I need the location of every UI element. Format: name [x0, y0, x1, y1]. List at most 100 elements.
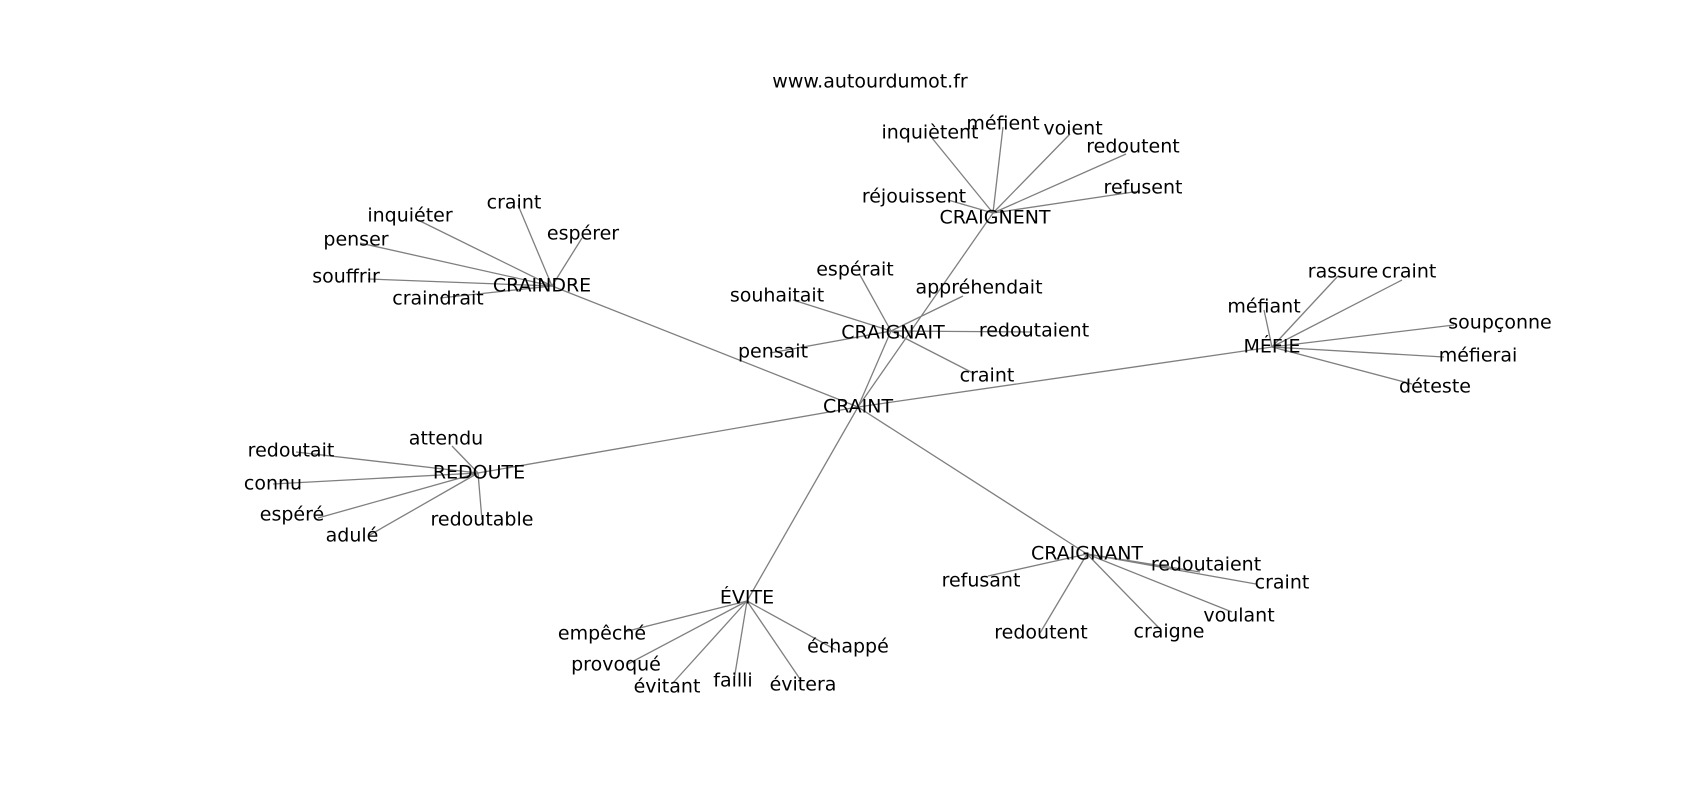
leaf-word-node[interactable]: redoutent [1086, 136, 1179, 158]
edge-center-to-hub [857, 212, 994, 408]
leaf-word-node[interactable]: craindrait [392, 288, 483, 310]
edge-hub-to-word [439, 285, 553, 299]
edge-hub-to-word [992, 126, 1004, 214]
edge-hub-to-word [551, 237, 583, 287]
edge-hub-to-word [992, 133, 1071, 214]
leaf-word-node[interactable]: empêché [558, 623, 646, 645]
edge-hub-to-word [1271, 275, 1339, 348]
hub-word-node[interactable]: CRAIGNENT [939, 207, 1050, 229]
leaf-word-node[interactable]: connu [244, 473, 302, 495]
leaf-word-node[interactable]: attendu [409, 428, 483, 450]
leaf-word-node[interactable]: craigne [1134, 621, 1205, 643]
center-word-node[interactable]: CRAINT [823, 396, 894, 418]
edge-hub-to-word [746, 600, 801, 680]
leaf-word-node[interactable]: craint [960, 365, 1015, 387]
edge-hub-to-word [419, 220, 553, 287]
leaf-word-node[interactable]: craint [1382, 261, 1437, 283]
edge-hub-to-word [451, 445, 479, 474]
edge-hub-to-word [733, 600, 748, 681]
edge-hub-to-word [1271, 279, 1403, 348]
edge-center-to-hub [477, 406, 859, 474]
leaf-word-node[interactable]: méfiant [1227, 296, 1300, 318]
edge-center-to-hub [551, 285, 859, 408]
leaf-word-node[interactable]: redoutaient [1151, 554, 1261, 576]
leaf-word-node[interactable]: voient [1043, 118, 1102, 140]
edge-hub-to-word [992, 153, 1127, 214]
leaf-word-node[interactable]: inquiéter [367, 205, 453, 227]
edge-center-to-hub [746, 406, 859, 602]
edge-hub-to-word [1086, 553, 1257, 585]
leaf-word-node[interactable]: rassure [1308, 261, 1378, 283]
leaf-word-node[interactable]: souhaitait [730, 285, 824, 307]
leaf-word-node[interactable]: adulé [326, 525, 379, 547]
edge-hub-to-word [623, 600, 748, 633]
leaf-word-node[interactable]: espéré [260, 504, 324, 526]
hub-word-node[interactable]: REDOUTE [433, 462, 525, 484]
edge-hub-to-word [317, 472, 479, 519]
graph-labels: CRAINT CRAINDRE craint inquiéter espérer pens… [244, 113, 1552, 698]
leaf-word-node[interactable]: méfierai [1439, 345, 1518, 367]
edge-hub-to-word [1039, 553, 1088, 634]
leaf-word-node[interactable]: redoutent [994, 622, 1087, 644]
edge-hub-to-word [1271, 346, 1445, 358]
leaf-word-node[interactable]: pensait [738, 341, 808, 363]
leaf-word-node[interactable]: inquiètent [881, 122, 978, 144]
edge-hub-to-word [890, 330, 1033, 333]
leaf-word-node[interactable]: voulant [1203, 605, 1274, 627]
hub-word-node[interactable]: CRAIGNAIT [841, 322, 945, 344]
edge-hub-to-word [992, 190, 1141, 214]
hub-word-node[interactable]: ÉVITE [720, 586, 774, 609]
leaf-word-node[interactable]: évitant [634, 676, 701, 698]
edge-hub-to-word [931, 137, 994, 214]
edge-hub-to-word [517, 204, 553, 287]
leaf-word-node[interactable]: penser [323, 229, 388, 251]
edge-hub-to-word [1086, 553, 1162, 631]
edge-hub-to-word [1271, 324, 1455, 348]
leaf-word-node[interactable]: méfient [966, 113, 1039, 135]
edge-hub-to-word [627, 600, 748, 665]
edge-hub-to-word [769, 330, 892, 354]
edge-hub-to-word [987, 553, 1088, 577]
leaf-word-node[interactable]: évitera [770, 674, 837, 696]
leaf-word-node[interactable]: redoutaient [979, 320, 1089, 342]
edge-hub-to-word [746, 600, 837, 651]
leaf-word-node[interactable]: espérer [547, 223, 619, 245]
edge-hub-to-word [947, 199, 994, 214]
edge-hub-to-word [367, 472, 479, 537]
leaf-word-node[interactable]: failli [713, 670, 752, 692]
leaf-word-node[interactable]: craint [1255, 572, 1310, 594]
edge-hub-to-word [367, 278, 553, 287]
leaf-word-node[interactable]: appréhendait [915, 277, 1042, 299]
leaf-word-node[interactable]: redoutait [248, 440, 335, 462]
hub-word-node[interactable]: MÉFIE [1244, 335, 1301, 358]
edge-hub-to-word [890, 295, 964, 332]
hub-word-node[interactable]: CRAIGNANT [1031, 543, 1143, 565]
edge-hub-to-word [1086, 553, 1233, 613]
leaf-word-node[interactable]: craint [487, 192, 542, 214]
edge-hub-to-word [295, 451, 479, 474]
edge-hub-to-word [359, 242, 553, 287]
leaf-word-node[interactable]: soupçonne [1448, 312, 1551, 334]
leaf-word-node[interactable]: réjouissent [862, 186, 966, 208]
edge-hub-to-word [1271, 346, 1413, 385]
leaf-word-node[interactable]: redoutable [431, 509, 534, 531]
edge-hub-to-word [1263, 309, 1273, 348]
edge-hub-to-word [477, 472, 483, 521]
site-credit: www.autourdumot.fr [772, 71, 968, 93]
graph-edges [272, 126, 1455, 685]
leaf-word-node[interactable]: déteste [1399, 376, 1471, 398]
edge-hub-to-word [272, 472, 479, 485]
edge-center-to-hub [857, 330, 892, 408]
edge-center-to-hub [857, 406, 1088, 555]
leaf-word-node[interactable]: échappé [807, 636, 889, 658]
leaf-word-node[interactable]: espérait [816, 259, 894, 281]
leaf-word-node[interactable]: souffrir [312, 266, 380, 288]
hub-word-node[interactable]: CRAINDRE [493, 275, 591, 297]
edge-hub-to-word [671, 600, 748, 685]
edge-hub-to-word [859, 274, 892, 332]
leaf-word-node[interactable]: refusent [1104, 177, 1183, 199]
leaf-word-node[interactable]: refusant [942, 570, 1021, 592]
leaf-word-node[interactable]: provoqué [571, 654, 661, 676]
edge-hub-to-word [792, 299, 892, 332]
